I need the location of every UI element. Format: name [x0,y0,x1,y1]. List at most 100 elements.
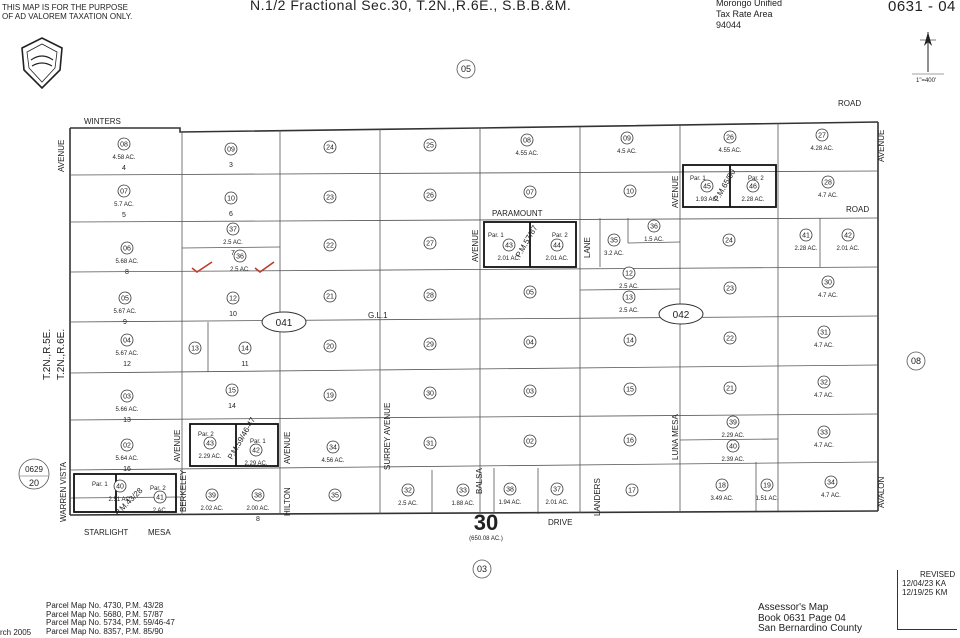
parcel-number-circle [723,281,737,295]
parcel: 191.51 AC. [755,478,779,502]
parcel-number: 22 [326,243,334,250]
parcel-acreage: 2.5 AC. [619,308,639,314]
parcel-number: 02 [526,439,534,446]
lot-number: 3 [229,162,233,169]
parcel: 23 [723,281,737,295]
parcel-acreage: 2.39 AC. [721,457,744,463]
parcel-number-circle [118,291,132,305]
oval-label-west: 041 [276,318,293,329]
parcel-number: 08 [523,138,531,145]
parcel: 22 [723,331,737,345]
tax-area-line-1: Morongo Unified [716,0,783,8]
parcel: 045.67 AC.12 [115,333,139,368]
parcel-number-circle [423,138,437,152]
parcel-acreage: 5.7 AC. [114,202,134,208]
parcel-number: 23 [726,286,734,293]
assessor-line-3: San Bernardino County [758,623,862,634]
parcel-number-circle [700,179,714,193]
parcel-number: 32 [404,488,412,495]
parcel-number-circle [226,222,240,236]
parcel: 055.67 AC.9 [113,291,137,326]
parcel-number-circle [623,184,637,198]
parcel: 422.01 AC. [836,228,860,252]
road-luna-mesa: LUNA MESA [671,414,680,460]
lot-number: 14 [228,403,236,410]
parcel-number: 39 [729,420,737,427]
parcel-number-circle [622,290,636,304]
parcel: 21 [323,289,337,303]
parcel: 25 [423,138,437,152]
parcel-number: 21 [726,386,734,393]
parcel-number-circle [120,241,134,255]
parcel-number-circle [824,475,838,489]
parcel: 04 [523,335,537,349]
parcel-number: 34 [329,445,337,452]
parcel-acreage: 2.5 AC. [398,501,418,507]
map-title: N.1/2 Fractional Sec.30, T.2N.,R.6E., S.… [250,0,572,13]
parcel-map-line: Parcel Map No. 5734, P.M. 59/46-47 [46,618,175,627]
parcel-number: 32 [820,380,828,387]
par-2-label: Par. 2 [552,233,568,239]
parcel: 344.7 AC. [821,475,841,499]
parcel-map-line: Parcel Map No. 5680, P.M. 57/87 [46,609,164,619]
parcel: 30 [423,386,437,400]
parcel-number: 16 [626,438,634,445]
disclaimer-line-1: THIS MAP IS FOR THE PURPOSE [2,3,128,12]
parcel: 22 [323,238,337,252]
parcel: 03 [523,384,537,398]
parcel-number: 06 [123,246,131,253]
road-avenue-berkeley: AVENUE [173,430,182,462]
parcel: 422.29 AC. [244,443,268,467]
road-road-east: ROAD [846,205,869,214]
parcel-map-boundaries [73,164,777,513]
parcel: 21 [723,381,737,395]
parcel-number: 31 [820,330,828,337]
parcel: 02 [523,434,537,448]
parcel-number: 03 [526,389,534,396]
parcel-number: 46 [749,184,757,191]
parcel-map-line: Parcel Map No. 4730, P.M. 43/28 [46,601,164,610]
parcel: 13 [188,341,202,355]
road-hilton: HILTON [283,487,292,516]
parcel: 372.5 AC.7 [223,222,243,257]
revised-title: REVISED [920,570,956,579]
book-page-number: 0631 - 04 [888,0,956,15]
parcel-number: 17 [628,488,636,495]
adjacent-page-west-bottom: 20 [29,478,39,488]
parcel-acreage: 1.88 AC. [451,501,474,507]
parcel-number-circle [423,236,437,250]
parcel-number-circle [523,185,537,199]
parcel-number-circle [620,131,634,145]
road-starlight: STARLIGHT [84,528,128,537]
parcel-acreage: 2.5 AC. [223,240,243,246]
parcel-number-circle [799,228,813,242]
parcel-number-circle [326,440,340,454]
parcel-number: 14 [241,346,249,353]
lot-number: 13 [123,417,131,424]
parcel: 32 4.7 AC. [814,375,834,399]
parcel-number: 07 [526,190,534,197]
parcel-number-circle [323,190,337,204]
parcel-number: 19 [326,393,334,400]
parcel-number: 37 [553,487,561,494]
revision-box: REVISED 12/04/23 KA 12/19/25 KM [897,570,957,630]
parcel-acreage: 4.7 AC. [814,393,834,399]
parcel-acreage: 2.01 AC. [497,256,520,262]
parcel-number: 18 [718,483,726,490]
parcel: 19 [323,388,337,402]
road-winters: WINTERS [84,117,121,126]
parcel-number-circle [502,238,516,252]
parcel-number-circle [120,438,134,452]
parcel-number-circle [817,425,831,439]
road-avenue-west: AVENUE [57,140,66,172]
parcel-number-circle [726,415,740,429]
par-2-label: Par. 2 [198,432,214,438]
parcel-acreage: 4.58 AC. [112,155,135,161]
parcel-number-circle [224,142,238,156]
section-acres: (650.08 AC.) [469,536,503,542]
parcel-number-circle [503,482,517,496]
parcel: 362.5 AC. [230,249,250,273]
parcel-number: 30 [426,391,434,398]
